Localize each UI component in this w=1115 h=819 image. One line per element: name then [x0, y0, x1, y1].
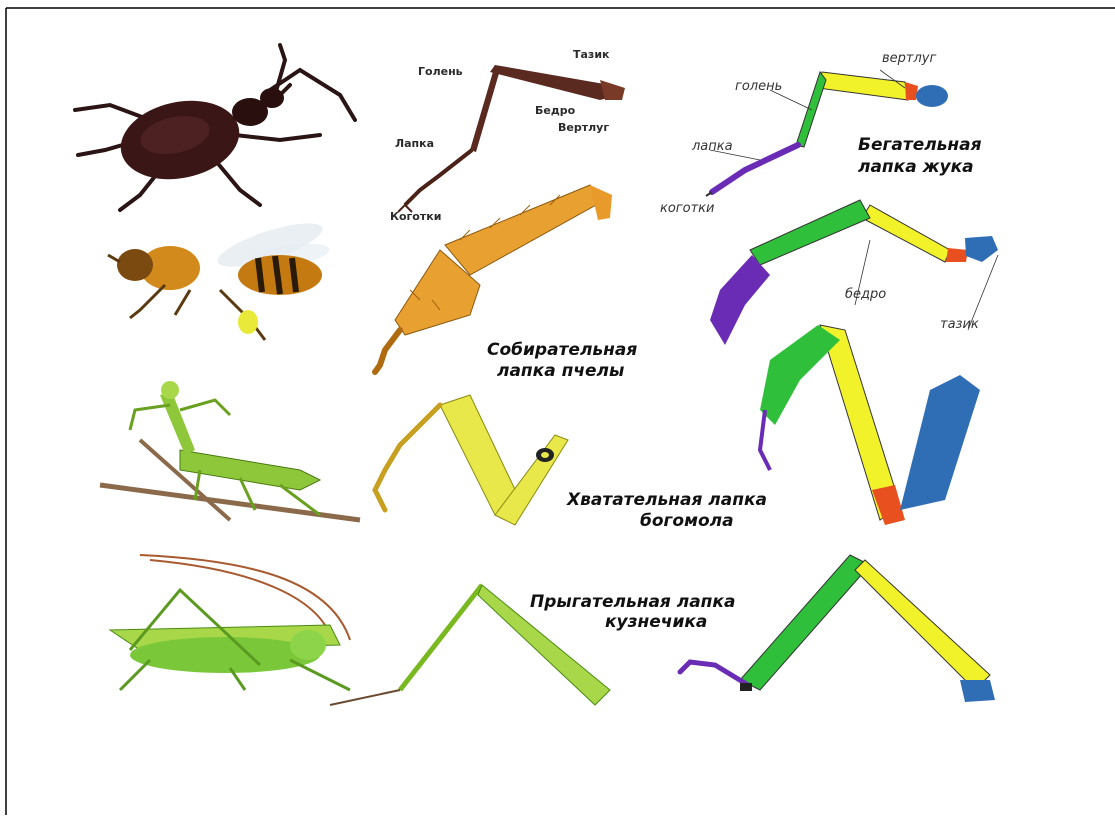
running-label-golen: голень — [735, 79, 782, 94]
bee-title-line1: Собирательная — [487, 340, 637, 360]
mantis-grasping-leg-illustration — [375, 395, 568, 525]
mantis-leg-schematic — [760, 325, 980, 525]
leg2-label-bedro: бедро — [845, 287, 886, 302]
beetle-label-vertlug: Вертлуг — [558, 121, 609, 134]
running-title-line2: лапка жука — [858, 157, 974, 177]
running-label-vertlug: вертлуг — [882, 51, 936, 66]
ground-beetle-illustration — [75, 45, 355, 210]
praying-mantis-illustration — [100, 381, 360, 520]
bee-title-line2: лапка пчелы — [497, 361, 624, 381]
running-label-lapka: лапка — [691, 139, 733, 154]
beetle-label-bedro: Бедро — [535, 104, 576, 117]
running-label-kogotki: коготки — [660, 201, 714, 216]
mantis-title-line1: Хватательная лапка — [566, 490, 767, 510]
mantis-title-line2: богомола — [640, 511, 734, 531]
leg2-label-tazik: тазик — [940, 317, 979, 332]
honeybee-illustration — [108, 215, 331, 340]
grasshopper-title-line2: кузнечика — [605, 612, 707, 632]
beetle-label-lapka: Лапка — [395, 137, 434, 150]
grasshopper-title-line1: Прыгательная лапка — [530, 592, 735, 612]
beetle-label-golen: Голень — [418, 65, 463, 78]
grasshopper-illustration — [110, 555, 350, 690]
running-title-line1: Бегательная — [858, 135, 982, 155]
beetle-label-kogotki: Коготки — [390, 210, 441, 223]
beetle-label-tazik: Тазик — [573, 48, 610, 61]
grasshopper-leg-schematic — [680, 555, 995, 702]
